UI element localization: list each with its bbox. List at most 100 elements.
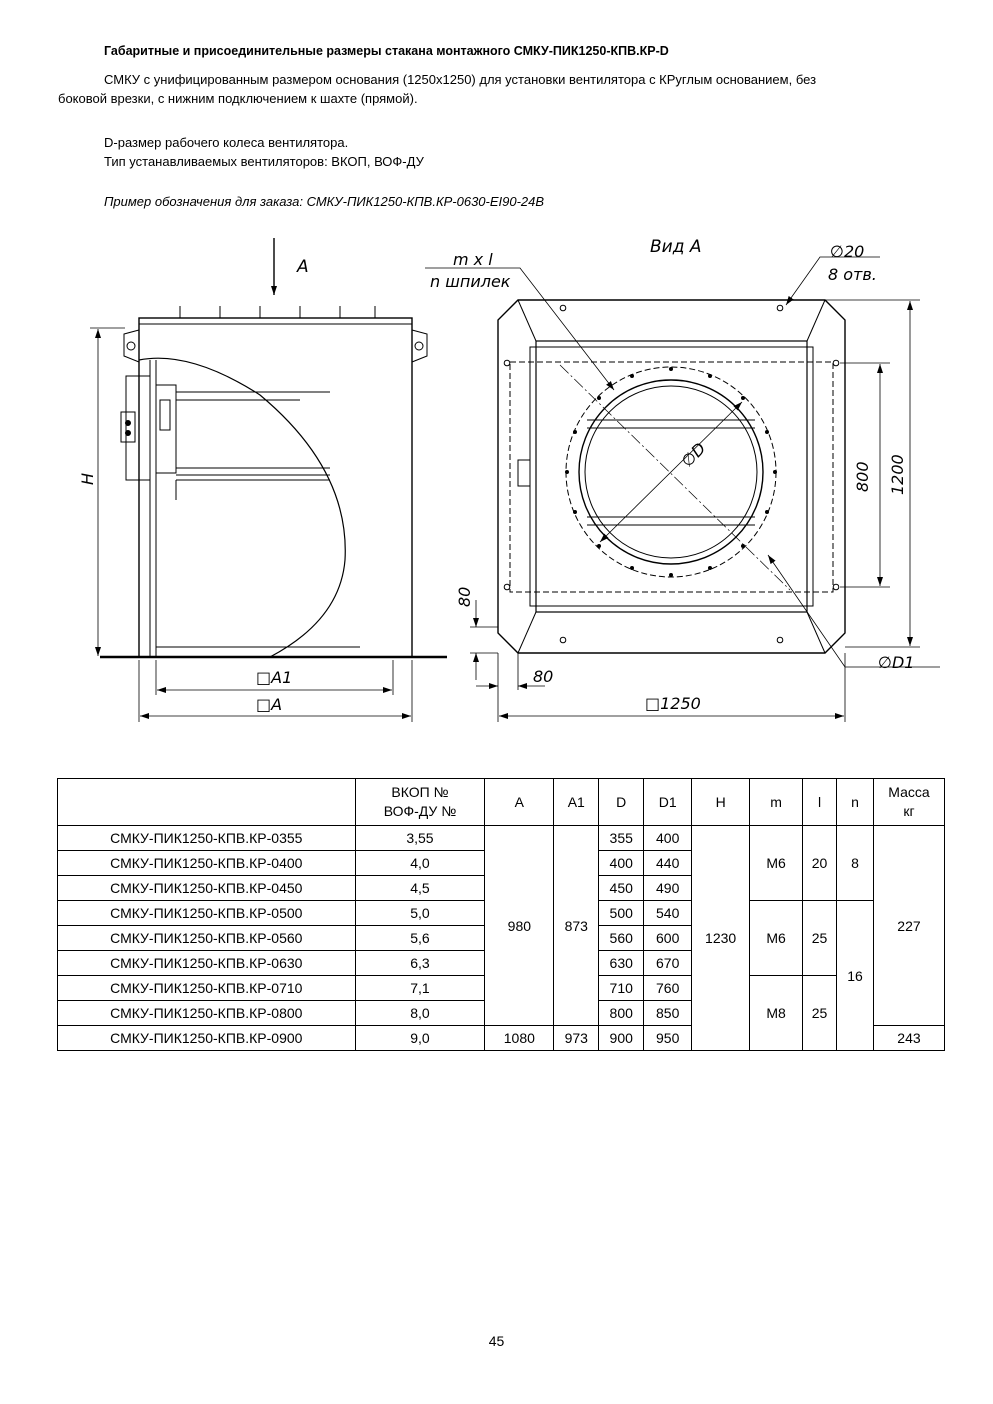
d-note: D-размер рабочего колеса вентилятора. xyxy=(104,135,349,150)
a-cell: 1080 xyxy=(484,1025,555,1051)
view-a-title: Вид А xyxy=(650,237,702,257)
d1-cell: 400 xyxy=(643,825,693,851)
dim-a-label: □A xyxy=(256,695,282,714)
m-cell: M8 xyxy=(749,975,804,1051)
hole-diameter-label: ∅20 xyxy=(830,242,864,261)
dim-d-label: ∅D xyxy=(677,439,709,471)
top-studs xyxy=(179,306,376,318)
fan-number-cell: 6,3 xyxy=(354,950,486,976)
d1-cell: 490 xyxy=(643,875,693,901)
header-cell: ВКОП № ВОФ-ДУ № xyxy=(354,778,486,826)
table-header-row: ВКОП № ВОФ-ДУ № A A1 D D1 H m l n Масса … xyxy=(57,778,946,826)
fan-number-cell: 4,5 xyxy=(354,875,486,901)
m-cell: M6 xyxy=(749,825,804,901)
table-row: СМКУ-ПИК1250-КПВ.КР-0800 8,0 800 850 xyxy=(57,1000,945,1026)
top-view-dimensions xyxy=(425,256,940,722)
d-cell: 630 xyxy=(598,950,645,976)
view-arrow-label: A xyxy=(296,257,309,277)
dim-80-vertical-label: 80 xyxy=(455,587,474,607)
model-cell: СМКУ-ПИК1250-КПВ.КР-0450 xyxy=(57,875,356,901)
d1-cell: 600 xyxy=(643,925,693,951)
studs-label-line1: m x l xyxy=(453,250,493,269)
dim-1250-label: □1250 xyxy=(645,694,701,713)
document-title: Габаритные и присоединительные размеры с… xyxy=(104,44,669,58)
header-cell: m xyxy=(749,778,804,826)
d-cell: 900 xyxy=(598,1025,645,1051)
hole-count-label: 8 отв. xyxy=(828,265,877,284)
a1-cell: 973 xyxy=(553,1025,600,1051)
m-cell: M6 xyxy=(749,900,804,976)
circle-studs xyxy=(565,367,777,577)
a-cell: 980 xyxy=(484,825,555,1026)
dim-80-horizontal-label: 80 xyxy=(533,667,553,686)
lifting-lug-right xyxy=(411,329,428,363)
model-cell: СМКУ-ПИК1250-КПВ.КР-0500 xyxy=(57,900,356,926)
d-cell: 355 xyxy=(598,825,645,851)
fan-number-cell: 5,6 xyxy=(354,925,486,951)
table-row: СМКУ-ПИК1250-КПВ.КР-0500 5,0 500 540 M6 … xyxy=(57,900,945,1051)
d-cell: 710 xyxy=(598,975,645,1001)
header-cell: Масса кг xyxy=(872,778,946,826)
n-cell: 16 xyxy=(836,900,874,1051)
fan-number-cell: 5,0 xyxy=(354,900,486,926)
header-cell: n xyxy=(836,778,874,826)
top-view xyxy=(497,299,846,654)
l-cell: 25 xyxy=(802,975,838,1051)
d1-cell: 950 xyxy=(643,1025,693,1051)
dim-h-label: H xyxy=(78,473,97,485)
table-row: СМКУ-ПИК1250-КПВ.КР-0900 9,0 1080 973 90… xyxy=(57,1025,946,1051)
model-cell: СМКУ-ПИК1250-КПВ.КР-0800 xyxy=(57,1000,356,1026)
page-number: 45 xyxy=(488,1333,505,1349)
flange-holes xyxy=(503,304,840,644)
d1-cell: 850 xyxy=(643,1000,693,1026)
studs-label-line2: n шпилек xyxy=(430,272,511,291)
dim-a1-label: □A1 xyxy=(256,668,292,687)
d-cell: 500 xyxy=(598,900,645,926)
dim-d1-label: ∅D1 xyxy=(878,653,914,672)
table-row: СМКУ-ПИК1250-КПВ.КР-0355 3,55 980 873 35… xyxy=(57,825,946,1051)
model-cell: СМКУ-ПИК1250-КПВ.КР-0710 xyxy=(57,975,356,1001)
side-view-dimensions xyxy=(90,238,413,722)
d-cell: 450 xyxy=(598,875,645,901)
technical-drawing: A H □A1 □A xyxy=(78,237,940,722)
header-cell: D xyxy=(598,778,645,826)
n-cell: 8 xyxy=(836,825,874,901)
model-cell: СМКУ-ПИК1250-КПВ.КР-0560 xyxy=(57,925,356,951)
d1-cell: 540 xyxy=(643,900,693,926)
d1-cell: 670 xyxy=(643,950,693,976)
table-row: СМКУ-ПИК1250-КПВ.КР-0450 4,5 450 490 xyxy=(57,875,945,901)
dim-800-label: 800 xyxy=(853,461,872,492)
side-view xyxy=(100,306,447,659)
l-cell: 25 xyxy=(802,900,838,976)
d-cell: 400 xyxy=(598,850,645,876)
fan-number-cell: 4,0 xyxy=(354,850,486,876)
lifting-lug-left xyxy=(123,329,140,363)
header-cell: l xyxy=(802,778,838,826)
h-cell: 1230 xyxy=(691,825,751,1051)
header-cell: A xyxy=(484,778,555,826)
model-cell: СМКУ-ПИК1250-КПВ.КР-0630 xyxy=(57,950,356,976)
d-cell: 800 xyxy=(598,1000,645,1026)
fan-types: Тип устанавливаемых вентиляторов: ВКОП, … xyxy=(104,154,424,169)
mass-cell: 243 xyxy=(872,1025,946,1051)
fan-number-cell: 9,0 xyxy=(354,1025,486,1051)
header-cell: A1 xyxy=(553,778,600,826)
order-example: Пример обозначения для заказа: СМКУ-ПИК1… xyxy=(104,194,545,209)
dim-1200-label: 1200 xyxy=(888,454,907,495)
fan-number-cell: 7,1 xyxy=(354,975,486,1001)
description-line-1: СМКУ с унифицированным размером основани… xyxy=(104,72,817,87)
model-cell: СМКУ-ПИК1250-КПВ.КР-0900 xyxy=(57,1025,356,1051)
fan-number-cell: 3,55 xyxy=(354,825,486,851)
l-cell: 20 xyxy=(802,825,838,901)
header-cell xyxy=(57,778,356,826)
a1-cell: 873 xyxy=(553,825,600,1026)
d1-cell: 440 xyxy=(643,850,693,876)
description-line-2: боковой врезки, с нижним подключением к … xyxy=(58,91,418,106)
d1-cell: 760 xyxy=(643,975,693,1001)
spec-table: ВКОП № ВОФ-ДУ № A A1 D D1 H m l n Масса … xyxy=(57,778,946,1051)
mass-cell: 227 xyxy=(872,825,946,1026)
d-cell: 560 xyxy=(598,925,645,951)
model-cell: СМКУ-ПИК1250-КПВ.КР-0400 xyxy=(57,850,356,876)
fan-number-cell: 8,0 xyxy=(354,1000,486,1026)
table-row: СМКУ-ПИК1250-КПВ.КР-0710 7,1 710 760 M8 … xyxy=(57,975,945,1051)
